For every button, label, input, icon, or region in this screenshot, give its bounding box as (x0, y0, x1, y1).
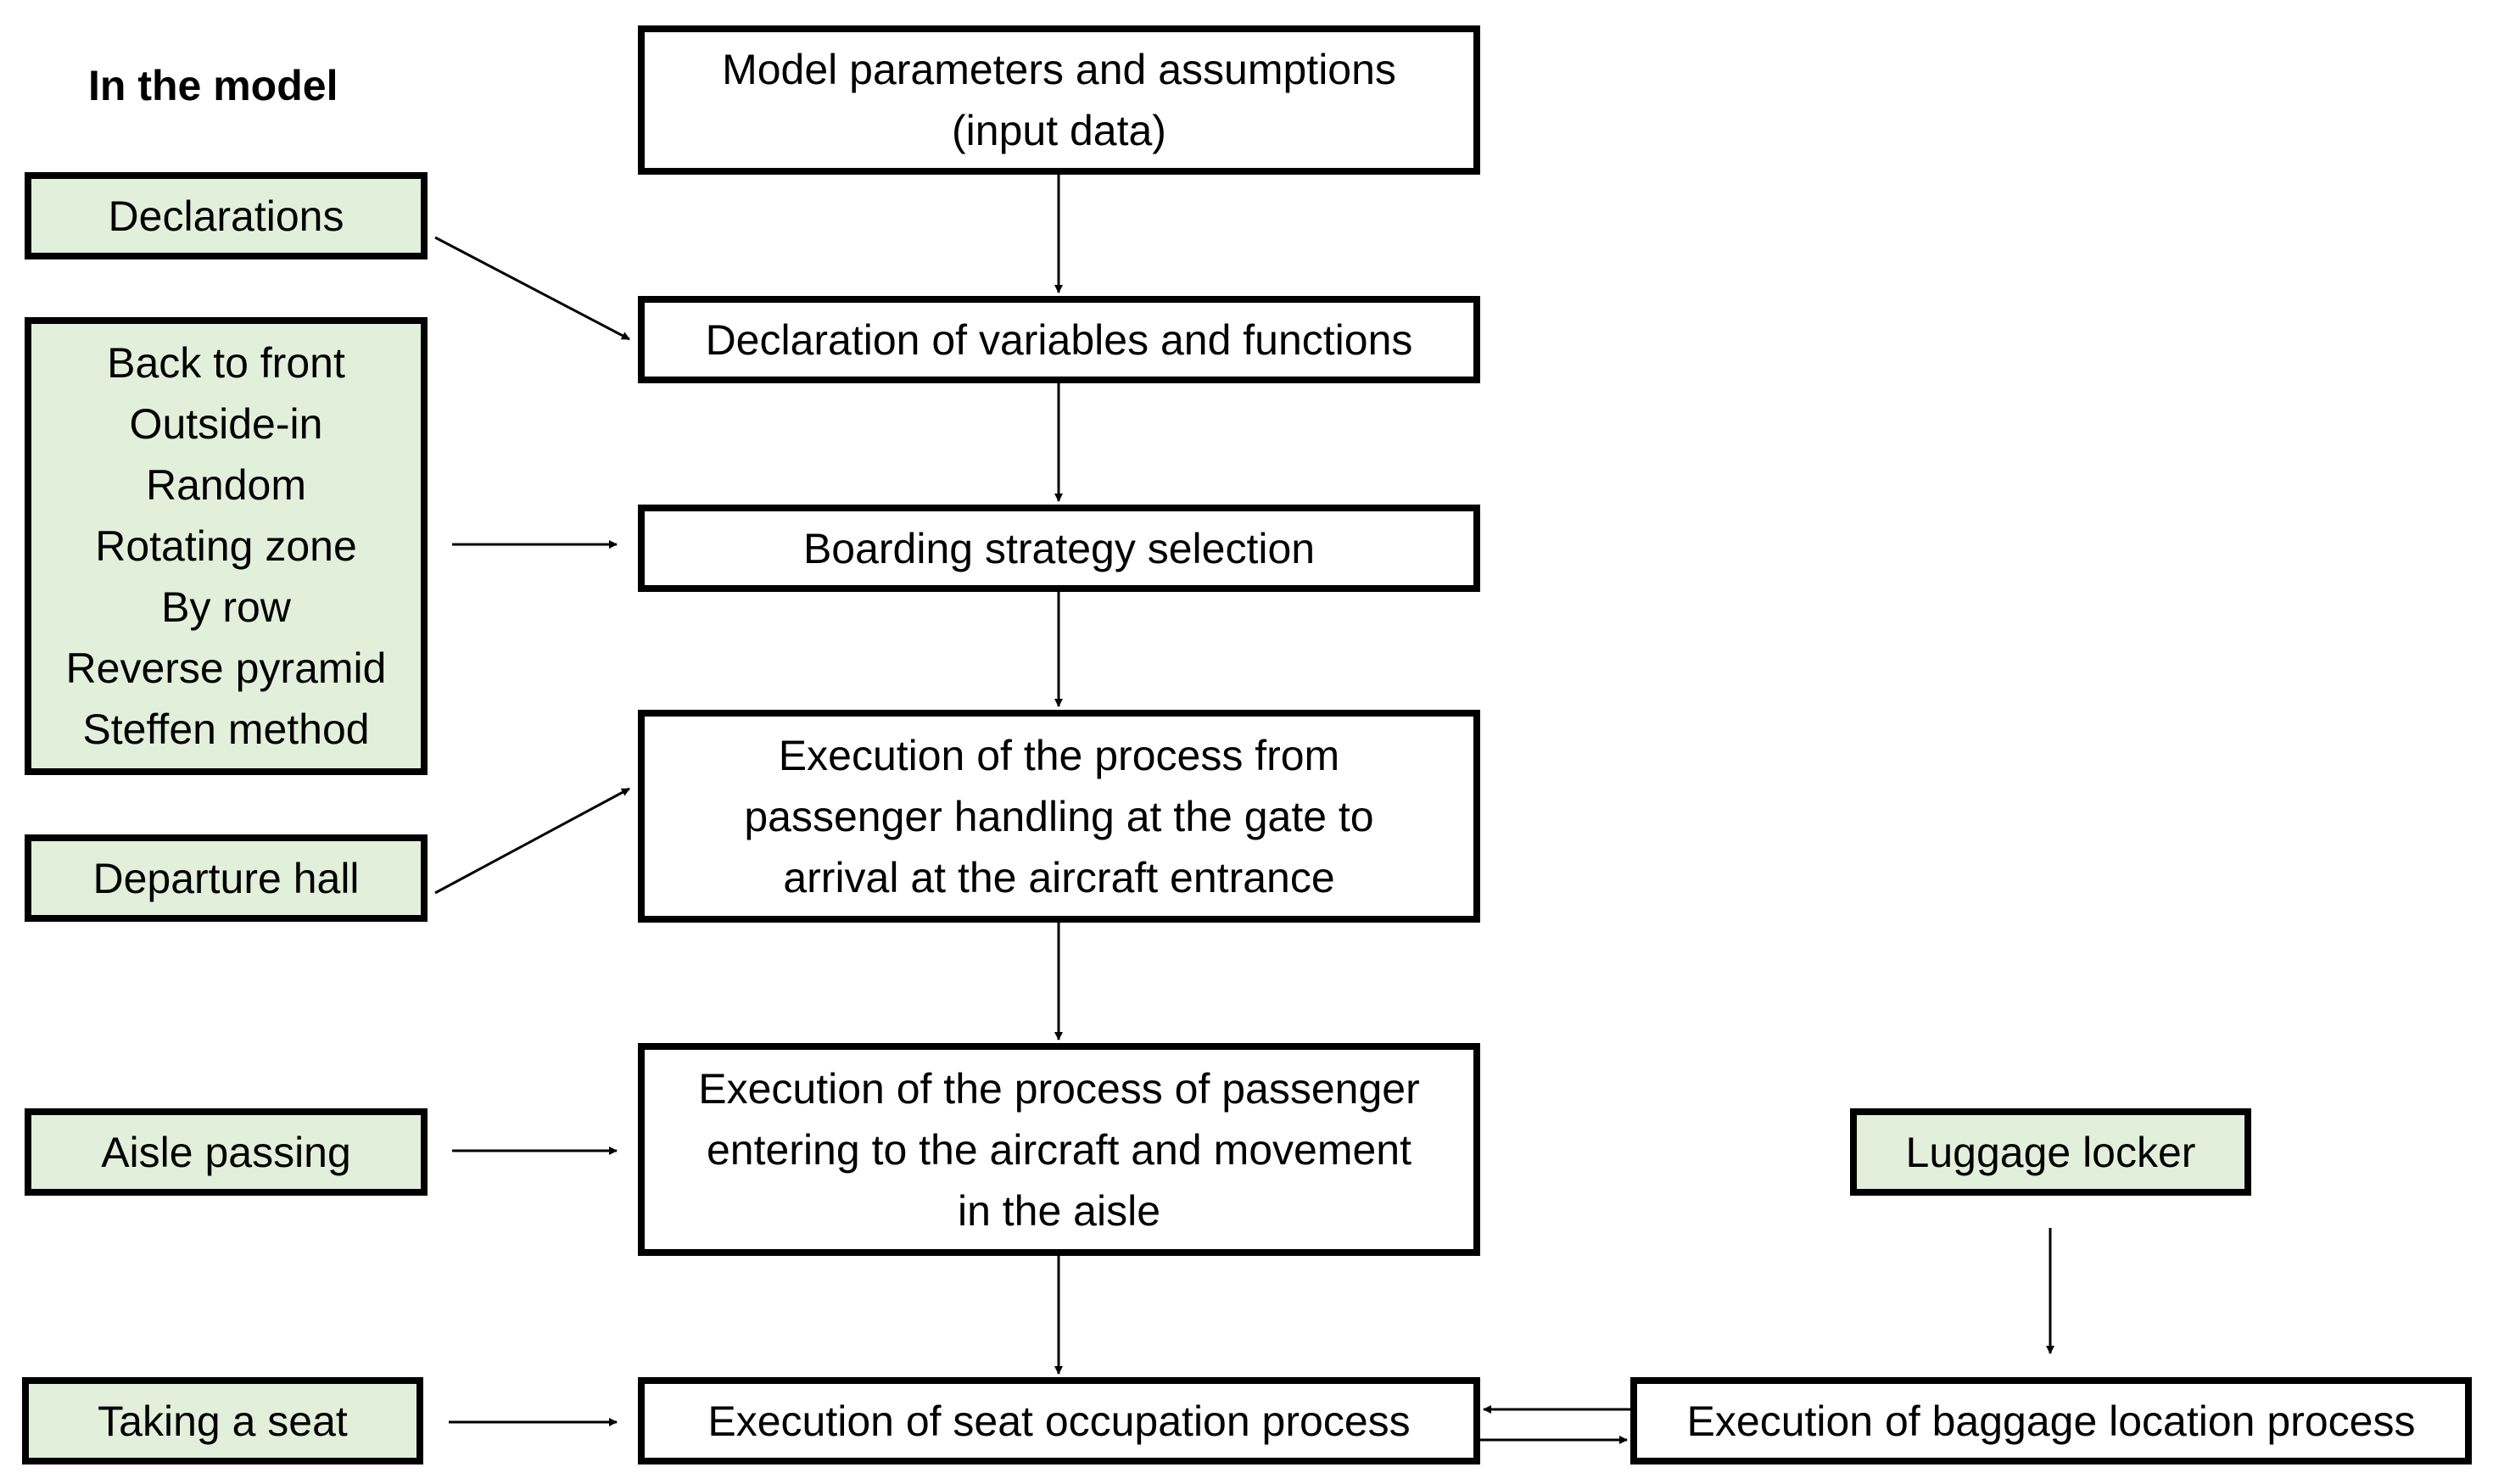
input-data-block: Model parameters and assumptions (input … (638, 25, 1480, 175)
baggage-location-block: Execution of baggage location process (1630, 1377, 2472, 1464)
block-line: Departure hall (92, 854, 360, 902)
arrow-departure-in (434, 787, 630, 895)
strategy-item: Random (146, 461, 306, 509)
seat-occupation-block: Execution of seat occupation process (638, 1377, 1480, 1464)
block-line: Execution of the process of passenger (698, 1064, 1420, 1113)
aisle-passing-block: Aisle passing (25, 1108, 428, 1196)
block-line: Taking a seat (98, 1397, 348, 1445)
block-line: in the aisle (957, 1186, 1161, 1235)
block-line: Model parameters and assumptions (722, 46, 1396, 93)
block-line: (input data) (952, 107, 1166, 154)
gate-process-block: Execution of the process from passenger … (638, 710, 1480, 923)
block-line: Declaration of variables and functions (705, 315, 1413, 364)
block-line: Boarding strategy selection (802, 524, 1316, 572)
block-line: passenger handling at the gate to (744, 792, 1374, 840)
strategies-list-block: Back to front Outside-in Random Rotating… (25, 317, 428, 775)
block-line: arrival at the aircraft entrance (783, 853, 1335, 901)
strategy-item: By row (161, 583, 291, 631)
luggage-locker-block: Luggage locker (1850, 1108, 2251, 1196)
block-line: Execution of seat occupation process (707, 1397, 1411, 1445)
block-line: Declarations (108, 192, 344, 240)
strategy-item: Outside-in (129, 400, 323, 448)
strategy-item: Back to front (107, 339, 345, 387)
block-line: Execution of the process from (778, 731, 1340, 779)
departure-hall-block: Departure hall (25, 834, 428, 922)
boarding-strategy-block: Boarding strategy selection (638, 505, 1480, 592)
block-line: Luggage locker (1905, 1128, 2196, 1176)
block-line: Execution of baggage location process (1686, 1397, 2416, 1445)
block-line: Aisle passing (101, 1128, 351, 1176)
aisle-process-block: Execution of the process of passenger en… (638, 1043, 1480, 1256)
diagram-heading: In the model (88, 62, 338, 109)
arrow-declarations-in (434, 236, 630, 341)
strategy-item: Steffen method (82, 706, 370, 753)
declarations-block: Declarations (25, 172, 428, 259)
declaration-block: Declaration of variables and functions (638, 296, 1480, 383)
taking-seat-block: Taking a seat (22, 1377, 423, 1464)
strategy-item: Rotating zone (95, 522, 357, 570)
block-line: entering to the aircraft and movement (706, 1125, 1411, 1174)
strategy-item: Reverse pyramid (65, 644, 387, 692)
